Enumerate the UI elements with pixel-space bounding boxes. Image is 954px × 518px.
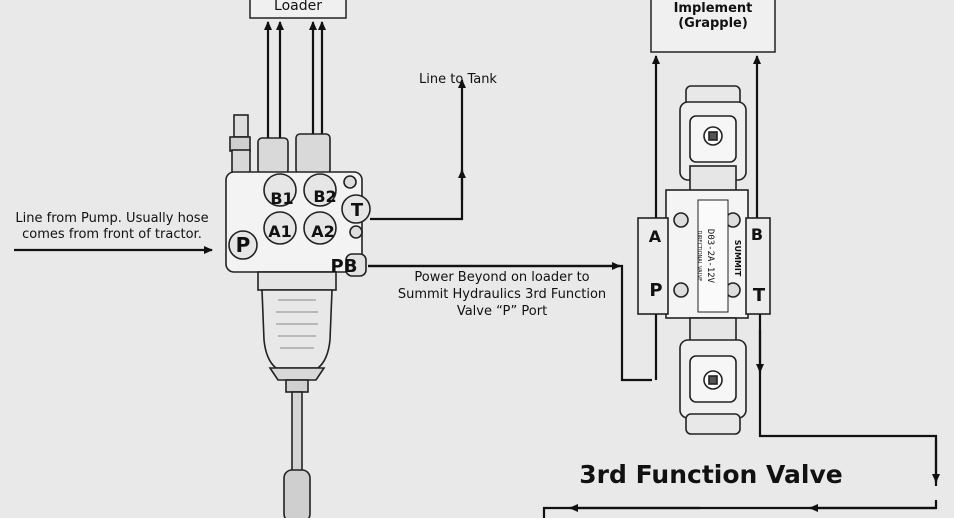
port-a2-label: A2 bbox=[311, 222, 335, 241]
third-function-port-labels: A B P T bbox=[649, 225, 766, 306]
loader-control-valve bbox=[225, 114, 371, 518]
power-beyond-label-2: Summit Hydraulics 3rd Function bbox=[398, 287, 606, 302]
pump-line-label-1: Line from Pump. Usually hose bbox=[15, 211, 208, 226]
pump-line: Line from Pump. Usually hose comes from … bbox=[14, 211, 213, 254]
port-pb-label: PB bbox=[331, 256, 358, 277]
implement-label-2: (Grapple) bbox=[678, 16, 748, 31]
port-a-label: A bbox=[649, 227, 662, 246]
third-function-valve bbox=[637, 85, 771, 435]
loader-label: Loader bbox=[274, 0, 322, 14]
port-p-3rd-label: P bbox=[649, 280, 662, 301]
tank-line-label: Line to Tank bbox=[419, 72, 497, 87]
pump-line-label-2: comes from front of tractor. bbox=[22, 227, 202, 242]
implement-box: Implement (Grapple) bbox=[650, 0, 776, 53]
port-t-3rd-label: T bbox=[753, 285, 766, 306]
valve-brand-text: SUMMIT bbox=[733, 240, 742, 277]
implement-label-1: Implement bbox=[674, 1, 753, 16]
power-beyond-label-1: Power Beyond on loader to bbox=[414, 270, 589, 285]
port-t-label: T bbox=[351, 200, 364, 221]
valve-side-text: DIRECTIONAL VALVE bbox=[696, 231, 702, 282]
implement-hoses bbox=[542, 55, 940, 518]
port-b1-label: B1 bbox=[270, 189, 293, 208]
diagram-title: 3rd Function Valve bbox=[579, 460, 842, 489]
port-b2-label: B2 bbox=[313, 187, 336, 206]
port-a1-label: A1 bbox=[268, 222, 292, 241]
power-beyond-line: Power Beyond on loader to Summit Hydraul… bbox=[368, 262, 652, 382]
tank-line: Line to Tank bbox=[370, 72, 497, 221]
valve-model-text: D03-2A-12V bbox=[705, 229, 715, 284]
port-p-label: P bbox=[236, 233, 251, 257]
port-b-label: B bbox=[751, 225, 763, 244]
loader-box: Loader bbox=[249, 0, 347, 19]
power-beyond-label-3: Valve “P” Port bbox=[457, 304, 547, 319]
loader-valve-port-labels: B1 B2 A1 A2 P T PB bbox=[236, 187, 364, 277]
valve-body-markings: D03-2A-12V SUMMIT DIRECTIONAL VALVE bbox=[696, 229, 742, 284]
